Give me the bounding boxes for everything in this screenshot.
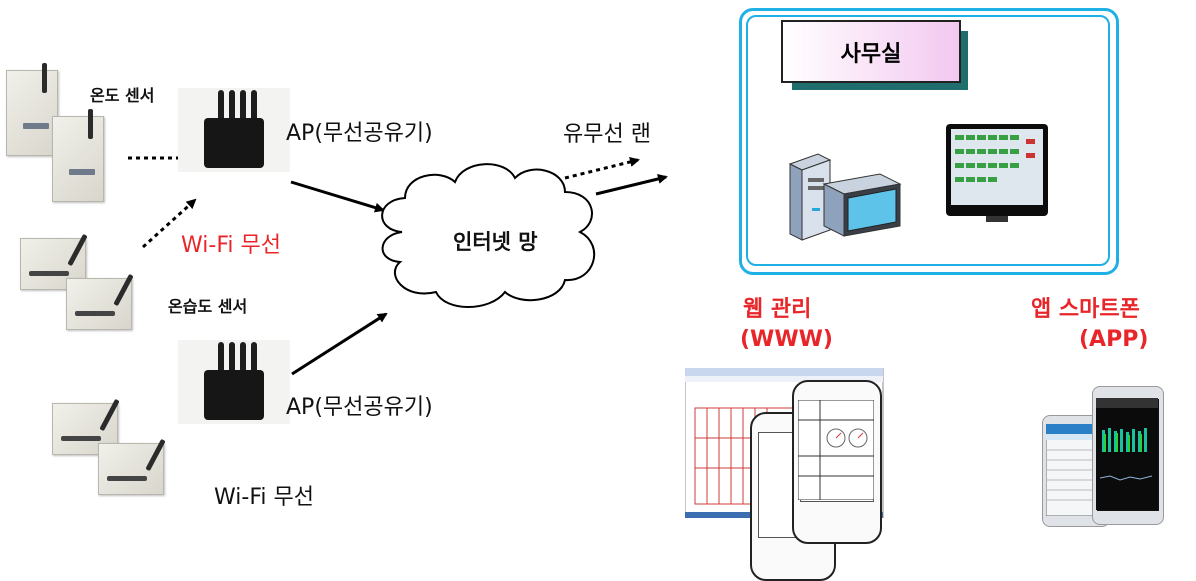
- temp-sensor-label: 온도 센서: [90, 86, 155, 105]
- arrow-ap-bottom-to-cloud: [291, 312, 388, 376]
- humidity-sensor-icon: [66, 273, 134, 330]
- ap-top-label: AP(무선공유기): [286, 121, 433, 146]
- wifi-red-label: Wi-Fi 무선: [181, 233, 281, 258]
- monitoring-screen: [798, 400, 874, 500]
- arrow-ap-top-to-cloud: [290, 180, 385, 213]
- ap-bottom-label: AP(무선공유기): [286, 395, 433, 420]
- office-frame: [739, 8, 1119, 275]
- wireless-router-icon: [178, 88, 290, 172]
- office-label: 사무실: [840, 41, 902, 67]
- wired-lan-label: 유무선 랜: [563, 122, 651, 147]
- office-frame-inner: [746, 15, 1110, 266]
- app-label-line1: 앱 스마트폰: [1031, 297, 1140, 322]
- temperature-sensor-icon: [6, 63, 58, 156]
- humidity-sensor-icon: [98, 438, 166, 495]
- wifi-black-label: Wi-Fi 무선: [214, 485, 314, 510]
- diagram-connectors: [128, 153, 668, 376]
- desktop-computer-icon: [788, 153, 902, 241]
- web-label-line1: 웹 관리: [743, 297, 812, 322]
- humid-sensor-label: 온습도 센서: [168, 297, 248, 316]
- internet-label: 인터넷 망: [453, 230, 538, 254]
- wireless-router-icon: [178, 340, 290, 424]
- app-label-line2: (APP): [1079, 327, 1149, 352]
- app-graph-screen: [1096, 398, 1158, 510]
- cloud-icon: [381, 163, 596, 308]
- dotted-arrow-cloud-to-lan: [564, 157, 640, 180]
- arrow-cloud-to-office: [595, 174, 668, 196]
- humidity-sensor-icon: [20, 233, 88, 290]
- office-sign: 사무실: [781, 20, 961, 83]
- dotted-arrow-humid-to-ap: [141, 198, 197, 249]
- temperature-sensor-icon: [52, 109, 104, 202]
- web-label-line2: (WWW): [740, 327, 833, 352]
- monitor-icon: [946, 124, 1048, 222]
